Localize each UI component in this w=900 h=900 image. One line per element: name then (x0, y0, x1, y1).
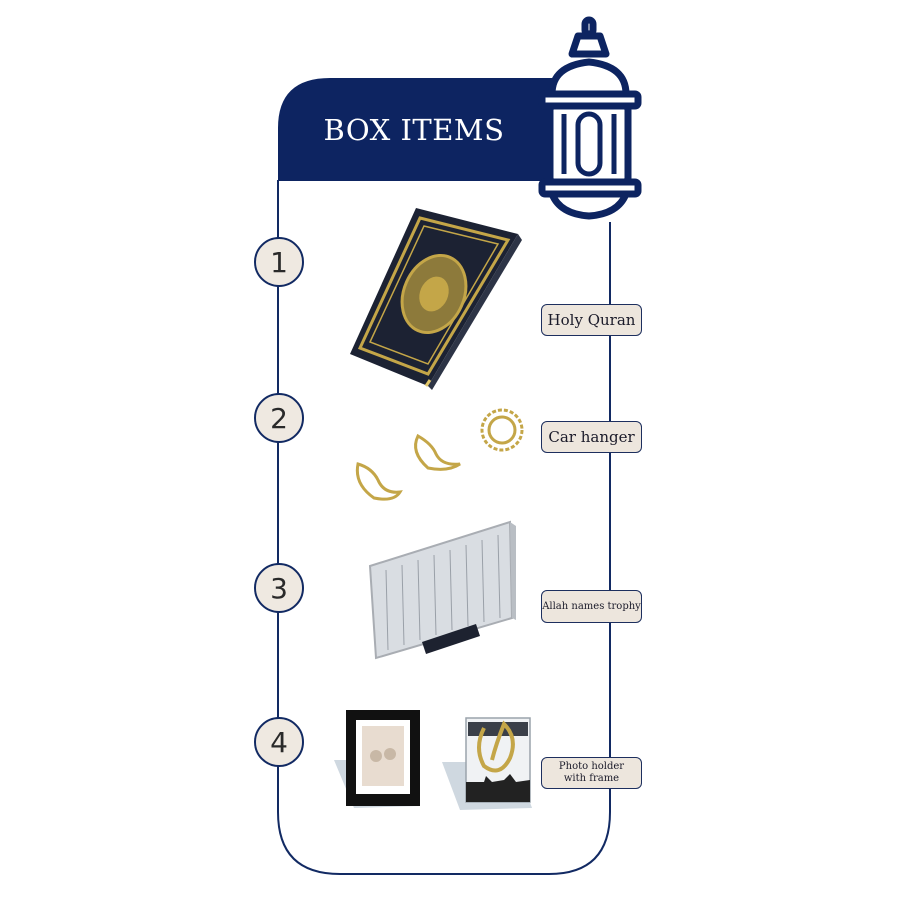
quran-book-image (350, 208, 522, 390)
item-number-4: 4 (254, 717, 304, 767)
item-label-2: Car hanger (541, 421, 642, 453)
item-label-3: Allah names trophy (541, 590, 642, 623)
allah-names-trophy-image (368, 520, 516, 660)
item-number-2: 2 (254, 393, 304, 443)
page-title: BOX ITEMS (323, 113, 505, 147)
item-label-1: Holy Quran (541, 304, 642, 336)
item-label-4: Photo holder with frame (541, 757, 642, 789)
car-hanger-image (355, 408, 524, 501)
lantern-icon (538, 16, 642, 220)
item-number-1: 1 (254, 237, 304, 287)
header-banner (278, 78, 560, 181)
item-number-3: 3 (254, 563, 304, 613)
photo-holder-image (334, 710, 532, 810)
